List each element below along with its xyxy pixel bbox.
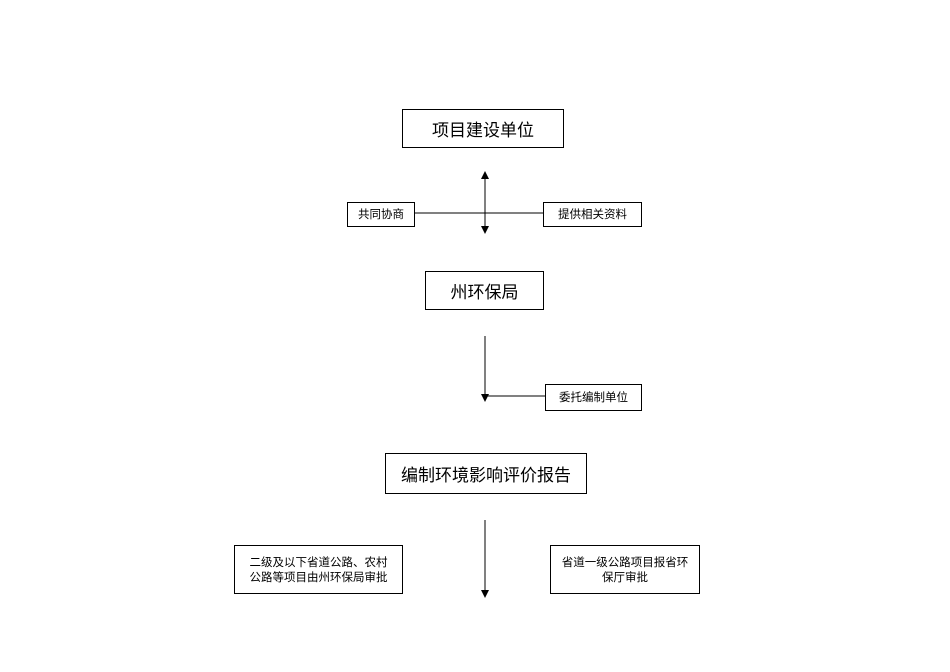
node-provincial-line2: 保厅审批 [602,569,648,584]
node-project-unit-label: 项目建设单位 [432,121,534,141]
node-state-epb: 州环保局 [425,271,544,310]
node-compile-report: 编制环境影响评价报告 [385,453,587,494]
node-lower-roads-line2: 公路等项目由州环保局审批 [249,569,388,584]
node-consult: 共同协商 [347,202,415,227]
node-provide-data: 提供相关资料 [543,202,642,227]
node-project-unit: 项目建设单位 [402,109,564,148]
node-state-epb-label: 州环保局 [450,283,519,303]
node-consult-label: 共同协商 [358,207,404,221]
node-provide-data-label: 提供相关资料 [558,207,627,221]
node-lower-roads-approval: 二级及以下省道公路、农村 公路等项目由州环保局审批 [234,545,403,594]
node-provincial-line1: 省道一级公路项目报省环 [561,554,689,569]
node-provincial-approval: 省道一级公路项目报省环 保厅审批 [550,545,700,594]
node-compile-report-label: 编制环境影响评价报告 [401,466,571,486]
node-lower-roads-line1: 二级及以下省道公路、农村 [249,554,388,569]
node-commission: 委托编制单位 [545,384,642,411]
node-commission-label: 委托编制单位 [559,390,628,404]
